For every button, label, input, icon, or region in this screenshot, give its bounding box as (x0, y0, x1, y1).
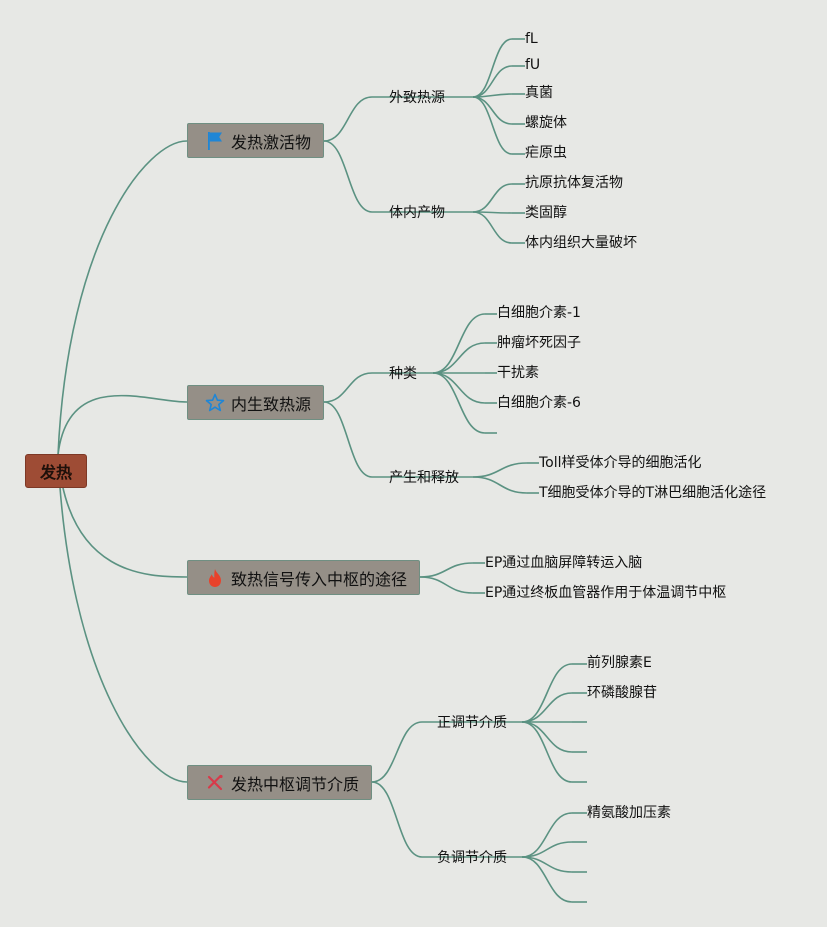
root-label: 发热 (39, 463, 72, 482)
leaf-item[interactable]: 体内组织大量破坏 (525, 235, 637, 251)
leaf-item[interactable]: 环磷酸腺苷 (587, 685, 657, 701)
connector-line (419, 562, 474, 578)
connector-line (472, 211, 513, 244)
connector-line (323, 96, 373, 142)
leaf-item[interactable]: 疟原虫 (525, 145, 567, 161)
connector-line (472, 96, 513, 125)
connector-line (432, 372, 486, 434)
connector-line (323, 140, 373, 213)
leaf-item[interactable]: Toll样受体介导的细胞活化 (539, 455, 702, 471)
leaf-item[interactable]: 干扰素 (497, 365, 539, 381)
connector-line (521, 692, 573, 723)
subtopic-types[interactable]: 种类 (389, 366, 417, 382)
leaf-item[interactable]: 螺旋体 (525, 115, 567, 131)
topic-endogenous-pyrogens[interactable]: 内生致热源 (187, 385, 324, 420)
connector-line (521, 721, 573, 753)
leaf-item[interactable]: 白细胞介素-1 (497, 305, 581, 321)
topic-central-mediators[interactable]: 发热中枢调节介质 (187, 765, 372, 800)
leaf-item[interactable]: 肿瘤坏死因子 (497, 335, 581, 351)
connector-line (472, 476, 528, 494)
subtopic-production-release[interactable]: 产生和释放 (389, 470, 459, 486)
connector-line (472, 183, 513, 213)
subtopic-internal-products[interactable]: 体内产物 (389, 205, 445, 221)
connector-line (432, 342, 486, 374)
leaf-item[interactable]: EP通过终板血管器作用于体温调节中枢 (485, 585, 727, 601)
connector-line (419, 576, 474, 594)
connector-line (472, 96, 513, 155)
leaf-item[interactable]: 类固醇 (525, 205, 567, 221)
subtopic-negative-mediators[interactable]: 负调节介质 (437, 850, 507, 866)
leaf-item[interactable]: EP通过血脑屏障转运入脑 (485, 555, 643, 571)
leaf-item[interactable]: 精氨酸加压素 (587, 805, 671, 821)
connector-line (323, 372, 373, 403)
flame-icon (205, 568, 225, 588)
leaf-item[interactable]: fL (525, 31, 538, 47)
root-branch-line (57, 140, 188, 456)
leaf-item[interactable]: T细胞受体介导的T淋巴细胞活化途径 (539, 485, 767, 501)
connector-line (521, 856, 573, 903)
leaf-item[interactable]: 真菌 (525, 85, 553, 101)
connector-line (472, 38, 513, 98)
root-branch-line (57, 454, 188, 578)
topic-label: 发热中枢调节介质 (231, 774, 360, 794)
topic-fever-activators[interactable]: 发热激活物 (187, 123, 324, 158)
connector-line (521, 663, 573, 723)
star-icon (205, 393, 225, 413)
connector-line (472, 65, 513, 98)
leaf-item[interactable]: 前列腺素E (587, 655, 652, 671)
root-branch-line (57, 454, 188, 783)
leaf-item[interactable]: 抗原抗体复活物 (525, 175, 623, 191)
connector-line (472, 462, 528, 478)
root-node[interactable]: 发热 (25, 454, 87, 488)
subtopic-positive-mediators[interactable]: 正调节介质 (437, 715, 507, 731)
topic-label: 内生致热源 (231, 394, 312, 414)
tools-icon (205, 773, 225, 793)
connector-line (371, 781, 423, 858)
topic-signal-pathway[interactable]: 致热信号传入中枢的途径 (187, 560, 420, 595)
leaf-item[interactable]: 白细胞介素-6 (497, 395, 581, 411)
connector-line (371, 721, 423, 783)
topic-label: 发热激活物 (231, 132, 312, 152)
root-branch-line (57, 394, 188, 456)
subtopic-exogenous-pyrogens[interactable]: 外致热源 (389, 90, 445, 106)
connector-line (432, 372, 486, 404)
connector-line (521, 721, 573, 783)
connector-line (432, 313, 486, 374)
leaf-item[interactable]: fU (525, 57, 541, 73)
topic-label: 致热信号传入中枢的途径 (231, 569, 408, 589)
connector-line (323, 401, 373, 478)
flag-icon (205, 131, 225, 151)
